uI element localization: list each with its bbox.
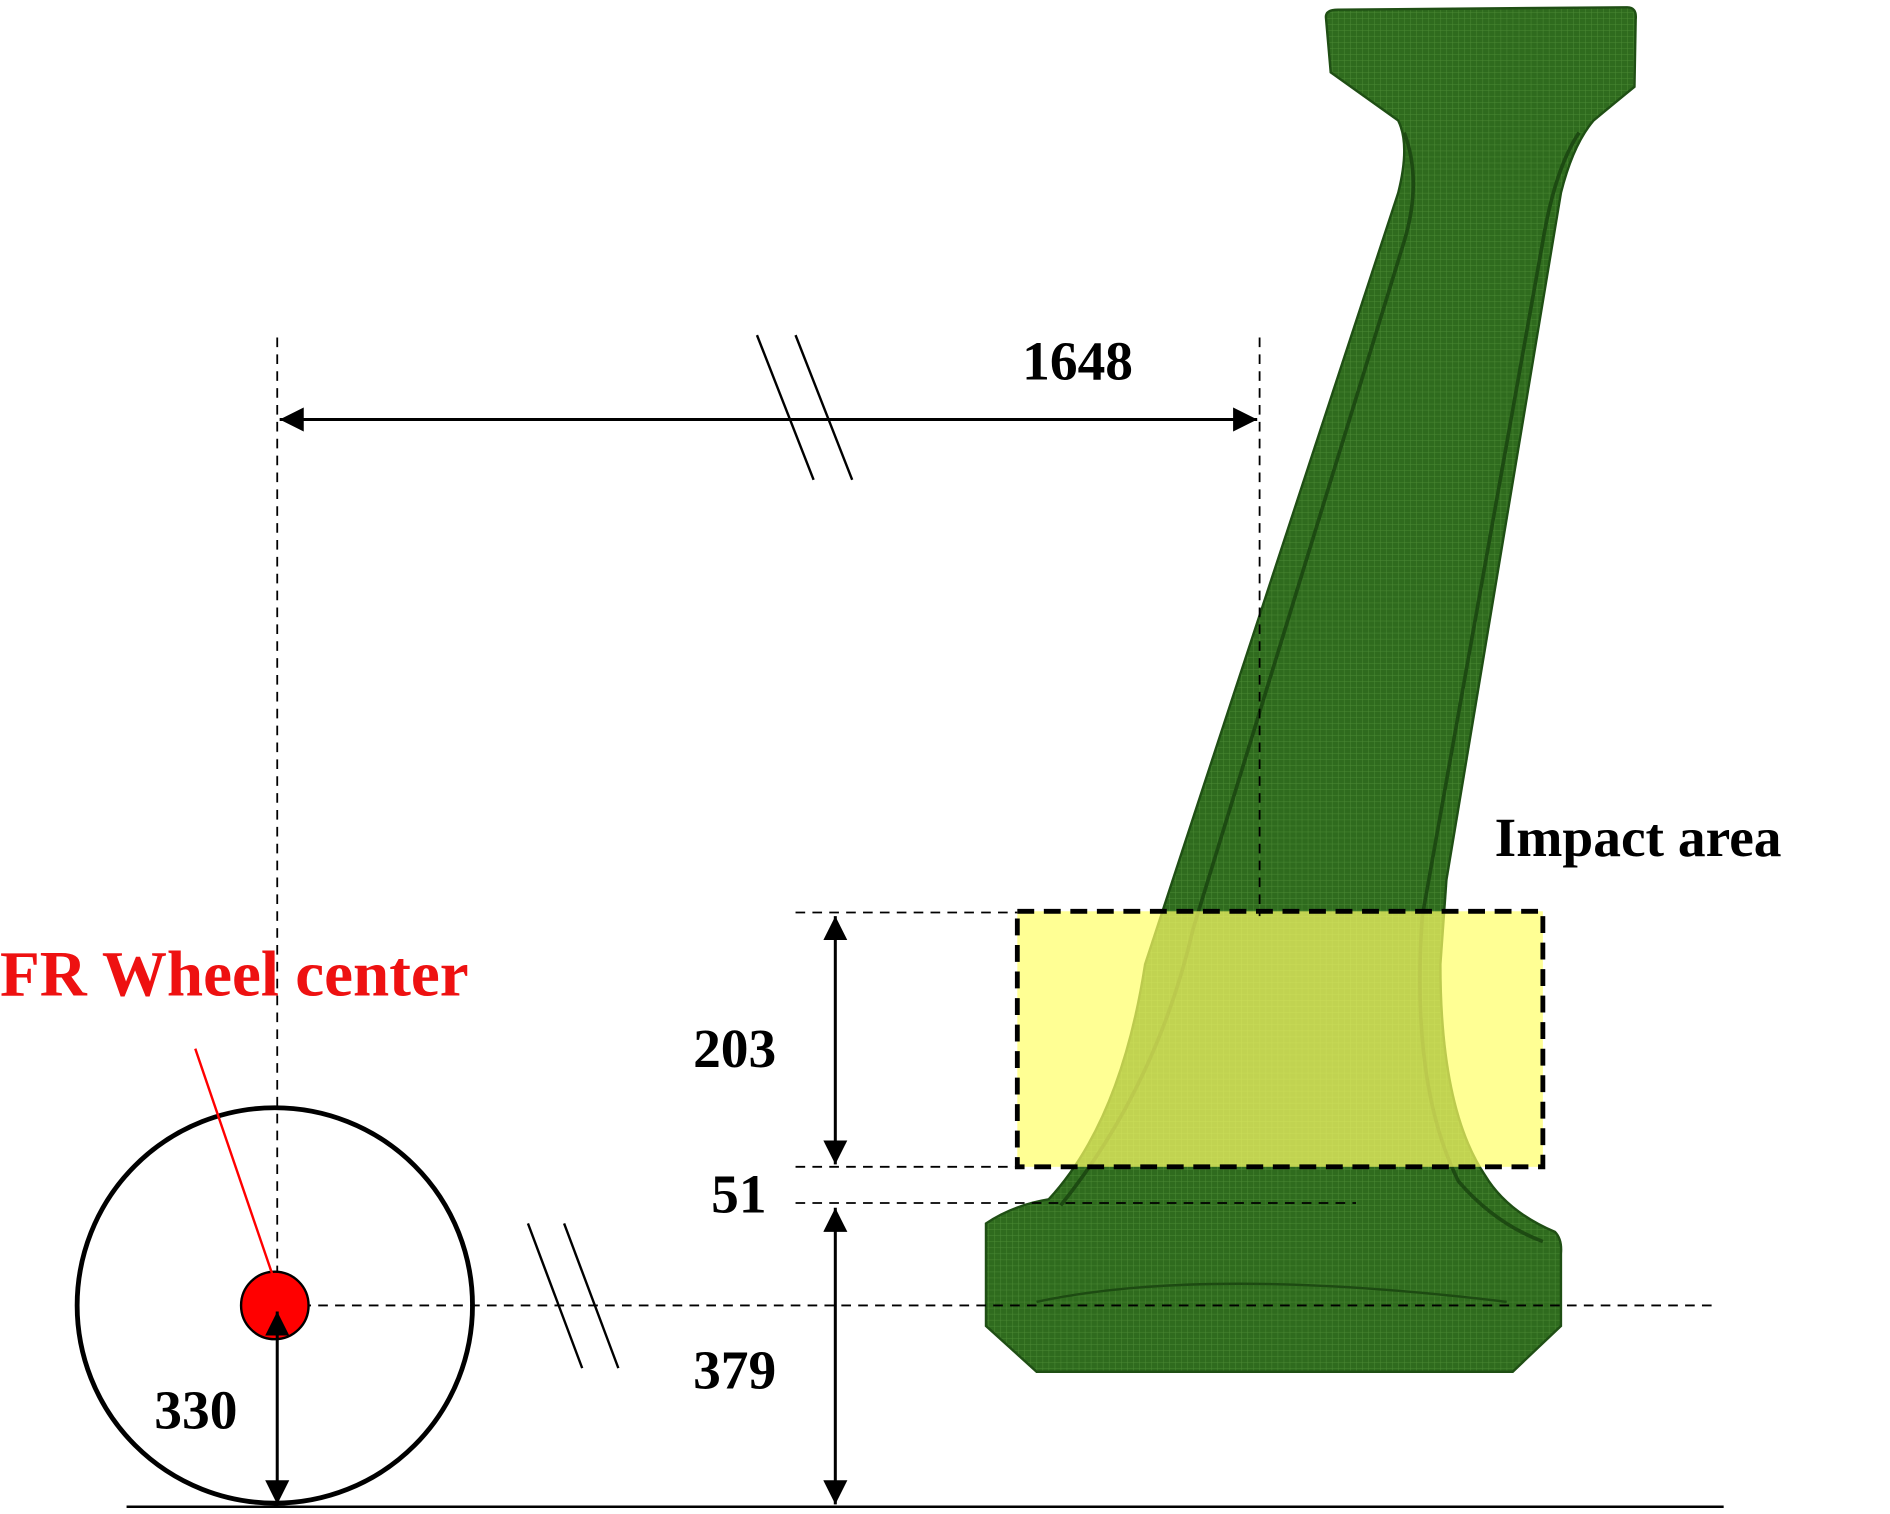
dimension-1648-label: 1648 <box>1022 331 1133 392</box>
break-mark-top <box>755 334 854 481</box>
impact-area-label: Impact area <box>1495 807 1782 868</box>
wheel-center-pointer <box>194 1048 281 1297</box>
dimension-51-label: 51 <box>711 1164 766 1225</box>
dimension-379-label: 379 <box>693 1340 776 1401</box>
dimension-330-label: 330 <box>154 1379 237 1440</box>
dimension-203-label: 203 <box>693 1018 776 1079</box>
break-mark-bottom <box>526 1223 620 1369</box>
wheel-center-label: FR Wheel center <box>0 939 469 1011</box>
guide-lines <box>276 337 1718 1507</box>
impact-area-box <box>1014 908 1546 1170</box>
